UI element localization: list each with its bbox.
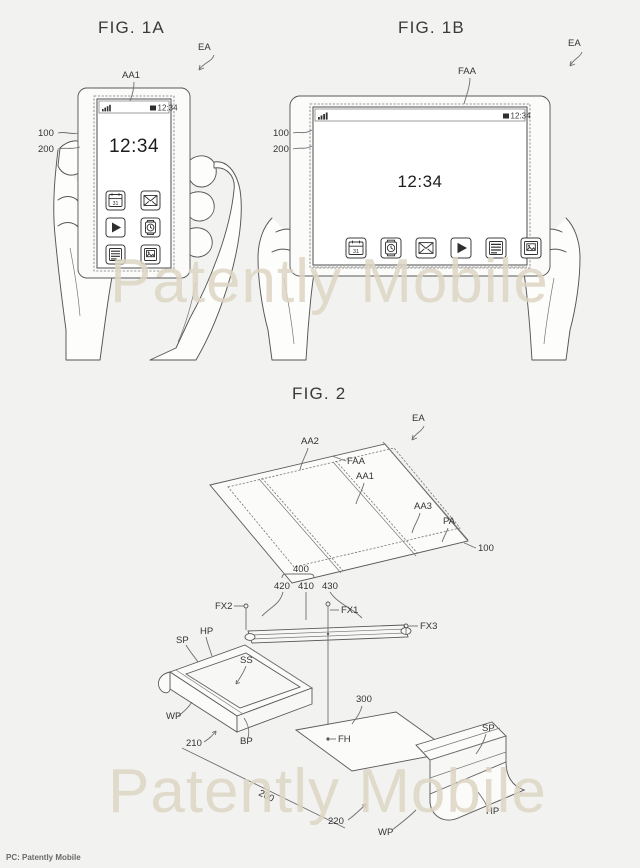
fig-1b-ref-200: 200	[273, 144, 313, 155]
fig-1a-aa1-label: AA1	[122, 70, 140, 81]
fig-2-hinge-callouts: 400 420 410 430	[261, 564, 363, 620]
fig-2-label-hp-right: HP	[486, 806, 499, 817]
fig-1a-app-grid: 31	[105, 190, 161, 265]
fig-1b-ref-100: 100	[273, 128, 313, 139]
fig-2-label-ss: SS	[240, 655, 253, 666]
fig-1a-icon-calendar[interactable]: 31	[105, 190, 126, 211]
fig-2-group: FIG. 2 EA AA2 FAA	[158, 384, 526, 838]
fig-2-label-220: 220	[328, 816, 344, 827]
fig-1b-ea-label: EA	[568, 38, 581, 49]
fig-2-label-fh: FH	[338, 734, 351, 745]
fig-2-aa3-callout: AA3	[411, 501, 432, 534]
fig-2-label-300: 300	[356, 694, 372, 705]
fig-2-label-420: 420	[274, 581, 290, 592]
fig-1a-aa1-callout: AA1	[122, 70, 140, 102]
fig-2-label-faa: FAA	[347, 456, 366, 467]
fig-1b-icon-watch[interactable]	[380, 237, 402, 259]
fig-1b-icon-play[interactable]	[450, 237, 472, 259]
fig-2-label-410: 410	[298, 581, 314, 592]
fig-1a-label-100: 100	[38, 128, 54, 139]
fig-1a-ref-100: 100	[38, 128, 79, 139]
fig-1a-title: FIG. 1A	[98, 18, 165, 37]
fig-1a-group: FIG. 1A EA	[38, 18, 242, 361]
fig-2-pa-callout: PA	[441, 516, 456, 543]
fig-2-ea-label: EA	[412, 413, 425, 424]
watermark-bottom: Patently Mobile	[108, 757, 547, 826]
fig-2-label-aa2: AA2	[301, 436, 319, 447]
fig-2-label-210: 210	[186, 738, 202, 749]
fig-2-fx1-callout: FX1	[325, 601, 358, 736]
fig-1b-app-row: 31	[345, 237, 542, 259]
fig-2-fx3-callout: FX3	[403, 621, 437, 634]
fig-1b-faa-callout: FAA	[458, 66, 477, 105]
fig-2-ref-100: 100	[463, 542, 494, 554]
fig-2-label-fx2: FX2	[215, 601, 232, 612]
fig-2-housing-220: SP HP WP 220	[328, 721, 526, 838]
fig-1b-label-200: 200	[273, 144, 289, 155]
fig-1b-active-area-outline	[309, 103, 531, 269]
fig-1a-ea-arrow: EA	[198, 42, 215, 71]
fig-2-faa-callout: FAA	[331, 441, 469, 541]
fig-2-left-housing-labels: SP HP SS WP BP 210	[166, 626, 253, 749]
fig-2-label-fx1: FX1	[341, 605, 358, 616]
fig-1b-clock: 12:34	[397, 172, 442, 191]
fig-1a-icon-watch[interactable]	[140, 217, 161, 238]
fig-1b-group: FIG. 1B EA	[257, 18, 583, 361]
fig-1b-title: FIG. 1B	[398, 18, 465, 37]
footer-credit: PC: Patently Mobile	[6, 853, 81, 862]
fig-1a-status-bar: 12:34	[98, 100, 179, 114]
fig-2-title: FIG. 2	[292, 384, 346, 403]
fig-1a-icon-mail[interactable]	[140, 190, 161, 211]
fig-1b-faa-label: FAA	[458, 66, 477, 77]
fig-1b-icon-document[interactable]	[485, 237, 507, 259]
fig-2-label-sp-left: SP	[176, 635, 189, 646]
watermark-top: Patently Mobile	[110, 247, 549, 316]
fig-2-label-aa1: AA1	[356, 471, 374, 482]
fig-2-label-wp-right: WP	[378, 827, 393, 838]
fig-1a-icon-photo[interactable]	[140, 244, 161, 265]
fig-1b-ea-arrow: EA	[568, 38, 583, 67]
fig-1b-status-bar: 12:34	[314, 108, 532, 122]
fig-1a-icon-play[interactable]	[105, 217, 126, 238]
fig-2-aa2-callout: AA2	[299, 436, 319, 471]
fig-2-label-sp-right: SP	[482, 723, 495, 734]
fig-2-label-100: 100	[478, 543, 494, 554]
fig-2-housing-210	[158, 644, 313, 733]
fig-1a-ea-label: EA	[198, 42, 211, 53]
fig-1a-screen	[96, 98, 172, 269]
fig-2-label-fx3: FX3	[420, 621, 437, 632]
fig-1a-clock: 12:34	[109, 136, 159, 157]
fig-1b-status-time: 12:34	[511, 112, 532, 121]
fig-1a-status-time: 12:34	[158, 104, 179, 113]
fig-1a-ref-200: 200	[38, 144, 81, 155]
fig-2-aa1-callout: AA1	[355, 471, 374, 505]
fig-2-label-aa3: AA3	[414, 501, 432, 512]
fig-2-label-bp: BP	[240, 736, 253, 747]
fig-1b-label-100: 100	[273, 128, 289, 139]
fig-1a-icon-document[interactable]	[105, 244, 126, 265]
fig-1b-icon-mail[interactable]	[415, 237, 437, 259]
signal-bars-icon	[318, 112, 328, 120]
fig-1a-label-200: 200	[38, 144, 54, 155]
fig-1b-calendar-day: 31	[353, 249, 359, 255]
fig-1b-icon-calendar[interactable]: 31	[345, 237, 367, 259]
fig-1b-icon-photo[interactable]	[520, 237, 542, 259]
battery-icon	[503, 113, 509, 119]
fig-2-fx2-callout: FX2	[215, 601, 249, 630]
fig-1a-active-area-outline	[93, 95, 175, 272]
signal-bars-icon	[102, 104, 111, 112]
fig-1a-calendar-day: 31	[113, 201, 119, 207]
fig-2-ea-arrow: EA	[411, 413, 425, 441]
fig-2-label-wp-left: WP	[166, 711, 181, 722]
battery-icon	[150, 105, 156, 111]
fig-2-label-hp-left: HP	[200, 626, 213, 637]
fig-2-label-400: 400	[293, 564, 309, 575]
fig-2-label-pa: PA	[443, 516, 456, 527]
fig-2-label-430: 430	[322, 581, 338, 592]
